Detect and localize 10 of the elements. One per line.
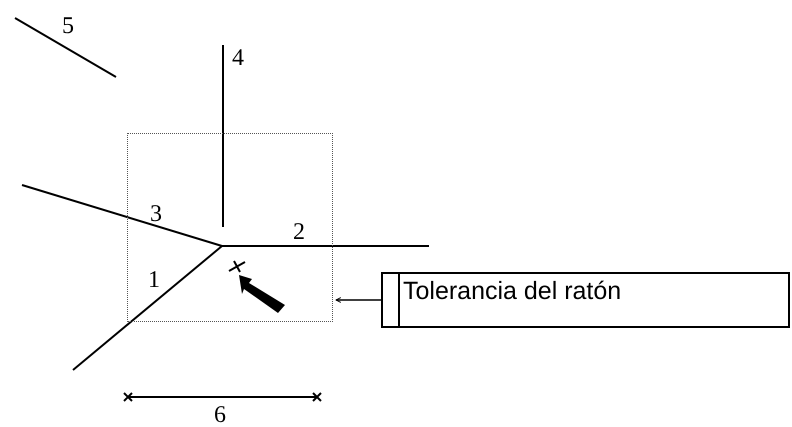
callout-number: 2 [293, 220, 305, 244]
arrow [336, 297, 381, 303]
option-label: Tolerancia del ratón [403, 277, 622, 305]
callout-number: 3 [150, 202, 162, 226]
tolerance-area [127, 133, 333, 322]
callout-number: 1 [148, 268, 160, 292]
callout-number: 4 [232, 46, 244, 70]
dimension-label: 6 [214, 403, 226, 427]
callout-number: 5 [62, 14, 74, 38]
tool-option-box [381, 272, 790, 328]
